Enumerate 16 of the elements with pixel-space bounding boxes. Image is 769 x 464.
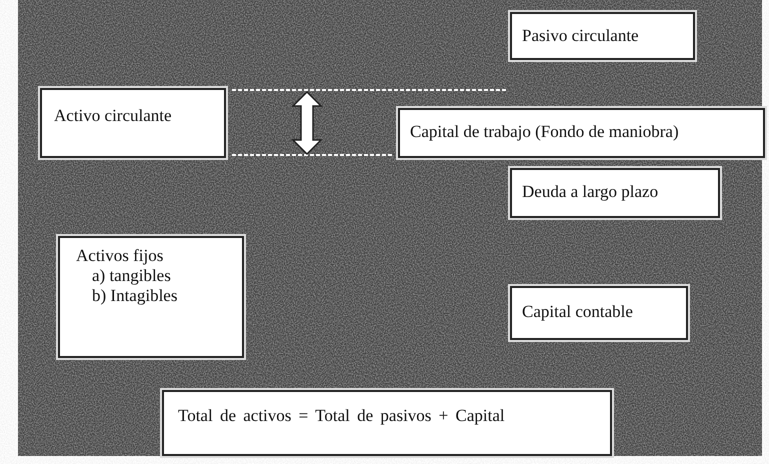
text-box (510, 286, 688, 340)
box-label: Deuda a largo plazo (522, 182, 660, 202)
box-label: Pasivo circulante (522, 26, 640, 46)
text-box (510, 12, 695, 60)
list-item: a) tangibles (91, 266, 172, 286)
text-box (162, 390, 612, 456)
text-box (58, 236, 244, 358)
text-box (40, 88, 226, 158)
box-label: Capital de trabajo (Fondo de maniobra) (410, 122, 680, 142)
box-label: Capital contable (522, 302, 634, 322)
list-item: b) Intagibles (91, 286, 178, 306)
box-label: Activo circulante (54, 106, 173, 126)
text-box (510, 168, 720, 218)
box-label: Total de activos = Total de pasivos + Capital (178, 406, 506, 426)
box-label: Activos fijos (76, 246, 164, 266)
text-box (398, 108, 765, 158)
